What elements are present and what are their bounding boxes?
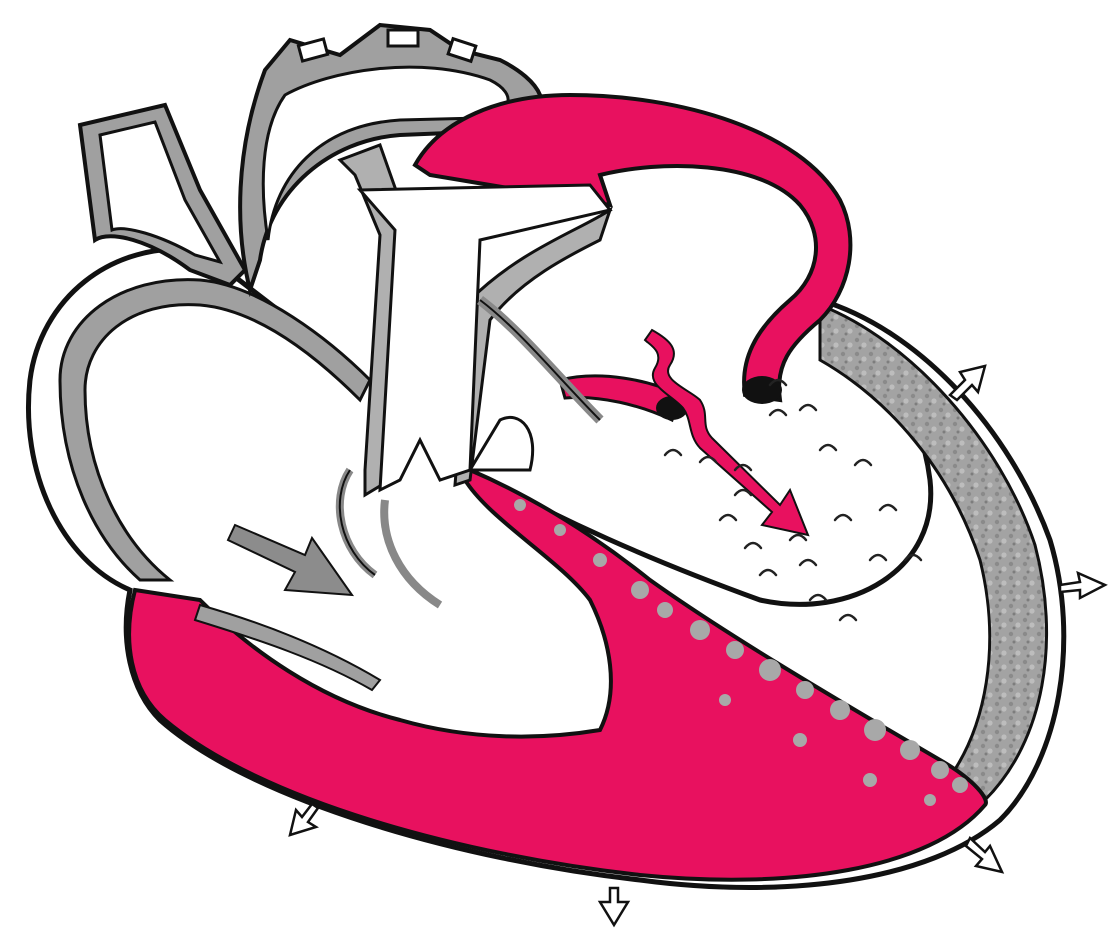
- expansion-arrow-icon: [966, 838, 1002, 872]
- expansion-arrow-icon: [1060, 573, 1105, 598]
- expansion-arrow-icon: [600, 888, 628, 925]
- valve-cusp: [470, 417, 533, 470]
- expansion-arrow-icon: [950, 366, 985, 400]
- expansion-arrow-icon: [290, 804, 318, 835]
